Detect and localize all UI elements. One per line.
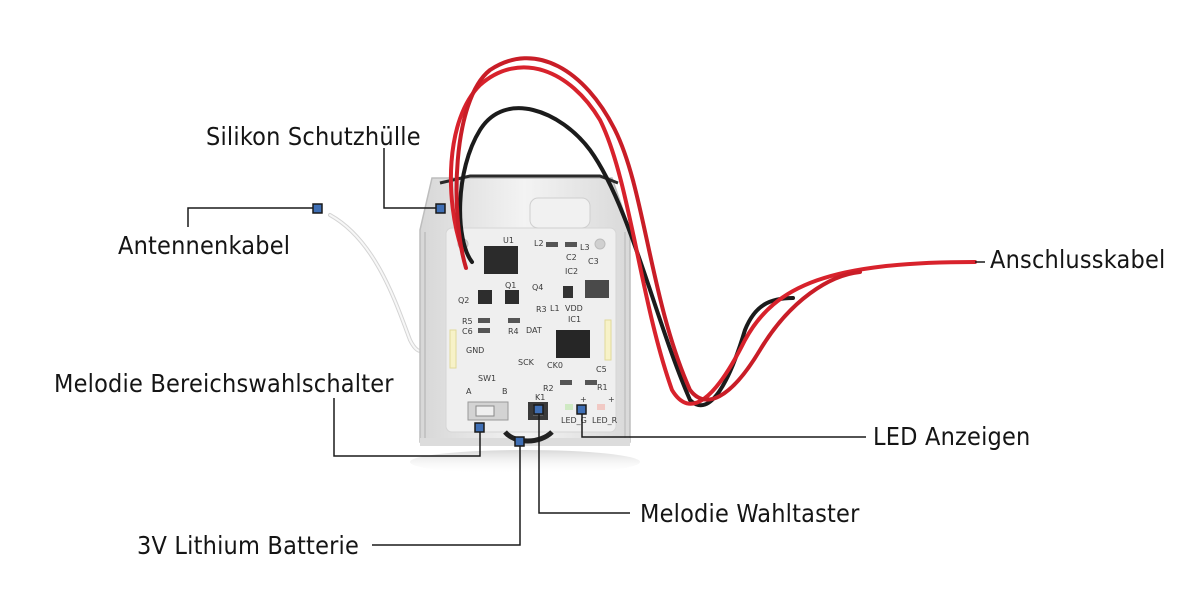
pcb-label-r3: R3 bbox=[536, 305, 547, 314]
marker-melodie-bereich bbox=[474, 422, 485, 433]
label-antennenkabel: Antennenkabel bbox=[118, 231, 291, 260]
leader-batterie bbox=[372, 442, 521, 546]
pcb-label-r2: R2 bbox=[543, 384, 554, 393]
pcb-label-k1: K1 bbox=[535, 393, 545, 402]
pcb-label-l3: L3 bbox=[580, 243, 590, 252]
pcb-label-r4: R4 bbox=[508, 327, 519, 336]
pcb-label-c6: C6 bbox=[462, 327, 473, 336]
leader-lines bbox=[187, 148, 985, 546]
pcb-label-vdd: VDD bbox=[565, 304, 583, 313]
pcb-label-sw1: SW1 bbox=[478, 374, 496, 383]
marker-silikon bbox=[435, 203, 446, 214]
pcb-label-c3: C3 bbox=[588, 257, 599, 266]
marker-led bbox=[576, 404, 587, 415]
marker-antenne bbox=[312, 203, 323, 214]
label-anschlusskabel: Anschlusskabel bbox=[990, 245, 1166, 274]
floor-shadow bbox=[410, 450, 640, 474]
connection-cables bbox=[448, 56, 977, 408]
pcb-label-plus-right: + bbox=[608, 395, 615, 404]
label-melodie-wahltaster: Melodie Wahltaster bbox=[640, 499, 860, 528]
pcb-label-q1: Q1 bbox=[505, 281, 516, 290]
pcb-label-r1: R1 bbox=[597, 383, 608, 392]
label-silikon-schutzhuelle: Silikon Schutzhülle bbox=[206, 122, 421, 151]
label-lithium-batterie: 3V Lithium Batterie bbox=[137, 531, 360, 560]
pcb-label-dat: DAT bbox=[526, 326, 542, 335]
pcb-label-ic1: IC1 bbox=[568, 315, 581, 324]
marker-batterie bbox=[514, 436, 525, 447]
pcb-label-c2: C2 bbox=[566, 253, 577, 262]
pcb-label-led-r: LED_R bbox=[592, 416, 618, 425]
pcb-label-a: A bbox=[466, 387, 472, 396]
red-wire-b bbox=[454, 56, 862, 402]
pcb-label-gnd: GND bbox=[466, 346, 484, 355]
pcb-label-r5: R5 bbox=[462, 317, 473, 326]
pcb-label-b: B bbox=[502, 387, 508, 396]
pcb-board: U1 L2 L3 C3 C2 IC2 Q4 L1 VDD Q2 Q1 R3 R5… bbox=[445, 197, 618, 444]
callout-markers bbox=[312, 203, 587, 447]
pcb-label-l2: L2 bbox=[534, 239, 544, 248]
pcb-label-ic2: IC2 bbox=[565, 267, 578, 276]
pcb-label-plus-left: + bbox=[580, 395, 587, 404]
label-led-anzeigen: LED Anzeigen bbox=[873, 422, 1031, 451]
pcb-label-ck0: CK0 bbox=[547, 361, 563, 370]
pcb-label-sck: SCK bbox=[518, 358, 535, 367]
marker-melodie-taster bbox=[533, 404, 544, 415]
leader-antenne bbox=[187, 207, 317, 227]
pcb-label-q2: Q2 bbox=[458, 296, 469, 305]
leader-led bbox=[581, 410, 866, 438]
black-wire bbox=[458, 106, 795, 408]
leader-melodie-bereich bbox=[333, 398, 481, 457]
pcb-label-l1: L1 bbox=[550, 304, 560, 313]
pcb-label-c5: C5 bbox=[596, 365, 607, 374]
leader-silikon bbox=[383, 148, 440, 209]
pcb-label-u1: U1 bbox=[503, 236, 514, 245]
label-melodie-bereichswahlschalter: Melodie Bereichswahlschalter bbox=[54, 369, 394, 398]
leader-melodie-taster bbox=[538, 410, 630, 514]
pcb-label-led-g: LED_G bbox=[561, 416, 587, 425]
pcb-label-q4: Q4 bbox=[532, 283, 543, 292]
